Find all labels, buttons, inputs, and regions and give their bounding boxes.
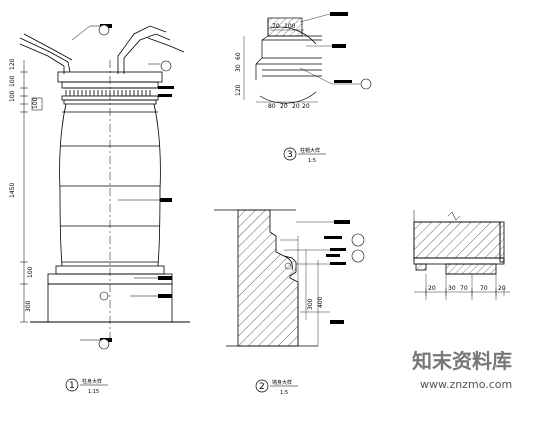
svg-text:20: 20 [292,103,300,110]
view-2-caption: 2 墙身大样 1:5 [255,379,298,396]
svg-text:20: 20 [302,103,310,110]
svg-text:20: 20 [498,285,506,292]
view-3-caption: 3 柱帽大样 1:5 [283,147,326,164]
watermark: 知末资料库 www.znzmo.com [412,349,512,391]
svg-text:60: 60 [235,52,242,60]
wall-dimension-labels: 300 400 [307,296,324,310]
svg-text:20: 20 [280,103,288,110]
column-dimension-labels: 120 100 100 100 1450 100 300 [9,58,39,312]
svg-text:柱帽大样: 柱帽大样 [300,147,320,154]
view-1-caption: 1 柱身大样 1:15 [65,378,108,395]
svg-text:知末资料库: 知末资料库 [412,349,512,373]
svg-text:1: 1 [69,381,75,391]
svg-text:70: 70 [460,285,468,292]
svg-text:100: 100 [32,97,39,109]
capital-detail-view [243,13,360,104]
svg-text:120: 120 [9,58,16,70]
svg-text:400: 400 [317,296,324,308]
wall-section-view [214,209,334,347]
capital-leader-tags [330,12,352,83]
svg-text:墙身大样: 墙身大样 [272,379,292,386]
svg-text:1:15: 1:15 [88,389,99,395]
svg-text:70: 70 [272,23,280,30]
svg-text:100: 100 [284,23,296,30]
svg-text:300: 300 [307,298,314,310]
svg-text:80: 80 [268,103,276,110]
svg-text:www.znzmo.com: www.znzmo.com [420,378,512,391]
wall-leader-tags [324,220,350,324]
svg-text:100: 100 [9,90,16,102]
svg-text:120: 120 [235,84,242,96]
corner-dimension-labels: 20 30 70 70 20 [428,285,506,292]
svg-text:1:5: 1:5 [308,158,316,164]
capital-ref-bubble [360,78,372,90]
svg-text:30: 30 [448,285,456,292]
svg-text:100: 100 [9,75,16,87]
svg-text:20: 20 [428,285,436,292]
column-elevation-view [19,25,190,341]
svg-text:1450: 1450 [9,183,16,198]
svg-text:柱身大样: 柱身大样 [82,378,102,385]
svg-text:100: 100 [27,266,34,278]
corner-detail-view [413,210,510,300]
svg-text:2: 2 [259,382,265,392]
capital-dentils [65,90,151,96]
capital-dimension-labels: 70 100 80 20 20 20 60 30 120 [235,23,310,110]
svg-text:1:5: 1:5 [280,390,288,396]
svg-text:3: 3 [287,150,293,160]
column-ref-bubbles [98,24,172,350]
wall-ref-bubbles [351,233,365,263]
svg-text:300: 300 [25,300,32,312]
svg-text:30: 30 [235,64,242,72]
svg-text:70: 70 [480,285,488,292]
